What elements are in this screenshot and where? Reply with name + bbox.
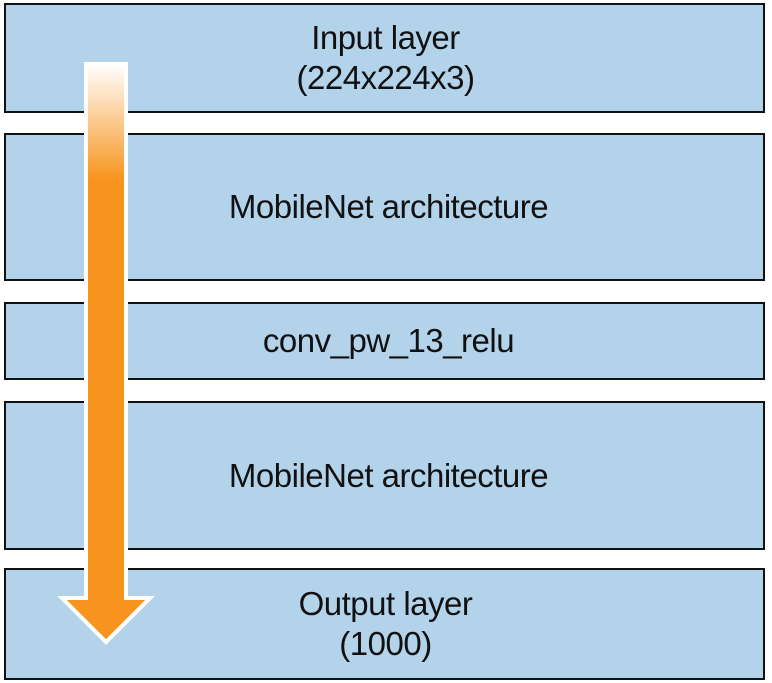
output-layer-label: Output layer(1000) (298, 585, 473, 662)
input-layer-label: Input layer(224x224x3) (296, 19, 475, 96)
input-layer-box: Input layer(224x224x3) (4, 3, 765, 113)
mobilenet-architecture-label-bottom: MobileNet architecture (228, 456, 549, 494)
mobilenet-architecture-label-top: MobileNet architecture (228, 188, 549, 225)
output-layer-box: Output layer(1000) (4, 568, 765, 680)
mobilenet-architecture-box-bottom: MobileNet architecture (4, 401, 765, 550)
conv-pw-13-relu-label: conv_pw_13_relu (262, 322, 515, 359)
mobilenet-architecture-box-top: MobileNet architecture (4, 133, 765, 281)
conv-pw-13-relu-box: conv_pw_13_relu (4, 302, 765, 380)
